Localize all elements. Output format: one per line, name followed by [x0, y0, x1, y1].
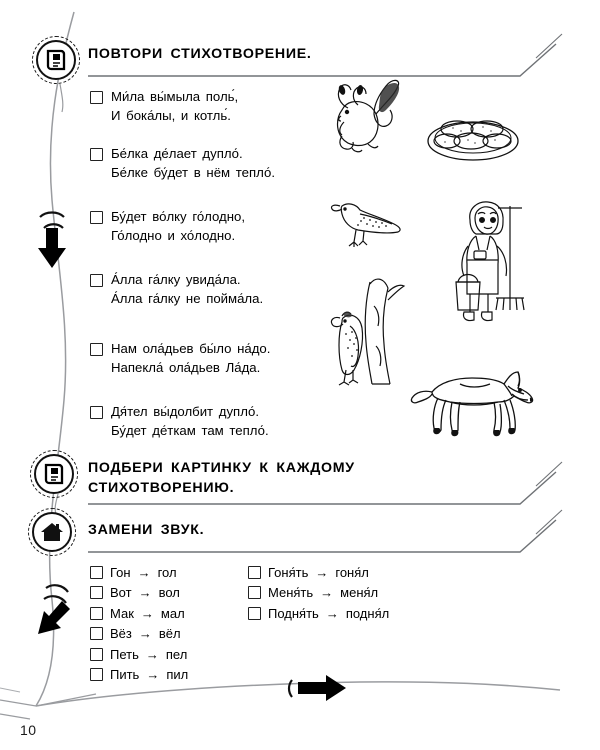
poem-checkbox[interactable]	[90, 148, 103, 161]
swap-column-right: Гоня́ть → гоня́л Меня́ть → меня́л Подня́…	[248, 562, 389, 624]
swap-row[interactable]: Подня́ть → подня́л	[248, 603, 389, 624]
swap-word-to: вёл	[158, 626, 181, 642]
swap-word-to: подня́л	[345, 605, 390, 621]
poem-item[interactable]: Дя́тел вы́долбит дупло́. Бу́дет де́ткам …	[90, 403, 269, 440]
badge-dashed-ring	[32, 36, 80, 84]
swap-word-to: пел	[165, 646, 188, 662]
jackdaw-bird-illustration	[328, 196, 408, 261]
swap-word-from: Петь	[110, 646, 139, 662]
arrow-right-icon: →	[137, 564, 151, 580]
woodpecker-tree-illustration	[326, 272, 410, 393]
swap-word-from: Меня́ть	[268, 585, 314, 601]
swap-row[interactable]: Пить → пил	[90, 665, 188, 686]
swap-checkbox[interactable]	[248, 565, 261, 579]
arrow-right-icon: →	[146, 667, 160, 683]
swap-word-to: мал	[160, 605, 185, 621]
swap-word-from: Мак	[110, 605, 134, 621]
swap-word-to: гоня́л	[335, 564, 369, 580]
arrow-right-icon: →	[325, 605, 339, 621]
swap-row[interactable]: Вот → вол	[90, 583, 188, 604]
swap-row[interactable]: Гоня́ть → гоня́л	[248, 562, 389, 583]
swap-checkbox[interactable]	[90, 606, 103, 620]
pancakes-plate-illustration	[423, 105, 523, 170]
swap-checkbox[interactable]	[90, 627, 103, 641]
swap-checkbox[interactable]	[90, 565, 103, 579]
swap-word-from: Вёз	[110, 626, 132, 642]
section-badge-replace-sound[interactable]	[28, 508, 76, 556]
badge-dashed-ring	[28, 508, 76, 556]
girl-with-mop-illustration	[448, 198, 532, 333]
book-icon	[36, 40, 76, 80]
book-icon	[34, 454, 74, 494]
swap-checkbox[interactable]	[90, 668, 103, 682]
poem-text: Нам ола́дьев бы́ло на́до. Напекла́ ола́д…	[111, 341, 271, 375]
section-badge-repeat-poem[interactable]	[32, 36, 80, 84]
poem-text: А́лла га́лку увида́ла. А́лла га́лку не п…	[111, 272, 264, 306]
arrow-down-marker-1	[38, 211, 66, 268]
swap-word-to: пил	[166, 667, 189, 683]
poem-checkbox[interactable]	[90, 274, 103, 287]
arrow-down-marker-2	[38, 584, 70, 634]
house-icon	[32, 512, 72, 552]
swap-row[interactable]: Меня́ть → меня́л	[248, 583, 389, 604]
swap-row[interactable]: Вёз → вёл	[90, 624, 188, 645]
swap-word-from: Подня́ть	[268, 605, 319, 621]
swap-word-to: вол	[158, 585, 180, 601]
arrow-right-icon: →	[145, 646, 159, 662]
poem-checkbox[interactable]	[90, 211, 103, 224]
heading-repeat-poem: ПОВТОРИ СТИХОТВОРЕНИЕ.	[88, 46, 312, 62]
poem-item[interactable]: Бе́лка де́лает дупло́. Бе́лке бу́дет в н…	[90, 145, 275, 182]
arrow-right-icon: →	[138, 626, 152, 642]
swap-checkbox[interactable]	[90, 586, 103, 600]
swap-row[interactable]: Петь → пел	[90, 644, 188, 665]
arrow-right-icon: →	[320, 585, 334, 601]
poem-text: Бу́дет во́лку го́лодно, Го́лодно и хо́ло…	[111, 209, 246, 243]
heading-match-picture: ПОДБЕРИ КАРТИНКУ К КАЖДОМУ СТИХОТВОРЕНИЮ…	[88, 460, 355, 496]
poem-checkbox[interactable]	[90, 91, 103, 104]
badge-dashed-ring	[30, 450, 78, 498]
swap-word-from: Гоня́ть	[268, 564, 309, 580]
section-badge-match-picture[interactable]	[30, 450, 78, 498]
swap-row[interactable]: Гон → гол	[90, 562, 188, 583]
swap-word-from: Вот	[110, 585, 132, 601]
swap-column-left: Гон → гол Вот → вол Мак → мал Вёз → вёл …	[90, 562, 188, 685]
swap-checkbox[interactable]	[248, 606, 261, 620]
poem-text: Дя́тел вы́долбит дупло́. Бу́дет де́ткам …	[111, 404, 269, 438]
poem-checkbox[interactable]	[90, 343, 103, 356]
arrow-right-marker	[287, 675, 346, 701]
poem-item[interactable]: А́лла га́лку увида́ла. А́лла га́лку не п…	[90, 271, 263, 308]
arrow-right-icon: →	[140, 605, 154, 621]
arrow-right-icon: →	[138, 585, 152, 601]
swap-word-to: гол	[157, 564, 177, 580]
swap-checkbox[interactable]	[90, 647, 103, 661]
arrow-right-icon: →	[315, 564, 329, 580]
swap-row[interactable]: Мак → мал	[90, 603, 188, 624]
heading-replace-sound: ЗАМЕНИ ЗВУК.	[88, 522, 205, 538]
wolf-illustration	[408, 358, 538, 445]
poem-checkbox[interactable]	[90, 406, 103, 419]
poem-text: Ми́ла вы́мыла поль́, И бока́лы, и котль́…	[111, 89, 239, 123]
badge-solid-ring	[36, 40, 76, 80]
poem-item[interactable]: Бу́дет во́лку го́лодно, Го́лодно и хо́ло…	[90, 208, 245, 245]
page-number: 10	[20, 722, 37, 738]
swap-word-from: Пить	[110, 667, 140, 683]
swap-checkbox[interactable]	[248, 586, 261, 600]
poem-item[interactable]: Ми́ла вы́мыла поль́, И бока́лы, и котль́…	[90, 88, 238, 125]
poem-text: Бе́лка де́лает дупло́. Бе́лке бу́дет в н…	[111, 146, 275, 180]
swap-word-from: Гон	[110, 564, 131, 580]
squirrel-illustration	[318, 78, 404, 163]
poem-item[interactable]: Нам ола́дьев бы́ло на́до. Напекла́ ола́д…	[90, 340, 270, 377]
swap-word-to: меня́л	[340, 585, 379, 601]
